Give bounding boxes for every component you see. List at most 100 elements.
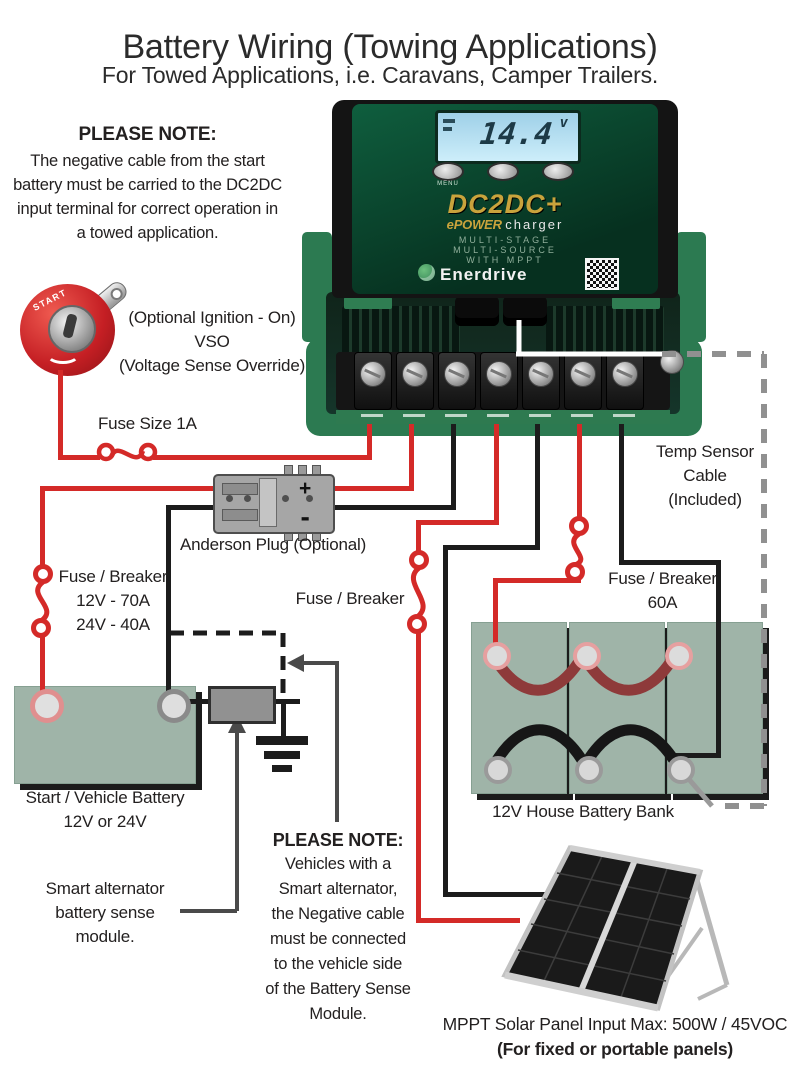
charger-button-2[interactable] [487,162,519,181]
temp-sensor-label-3: (Included) [668,490,742,509]
charger-tagline-rest: charger [505,217,564,232]
start-battery-negative-terminal [157,689,191,723]
terminal-5 [522,352,560,410]
charger-lcd: 14.4 v [435,110,581,164]
pcb-label-mark [613,414,635,417]
wire-segment [494,424,499,525]
plate-screw [660,350,684,374]
note-bottom-line: of the Battery Sense [265,980,411,998]
brand-logo-icon [418,264,435,281]
fuse-symbol-1a [96,442,158,462]
qr-code [585,258,619,290]
fuse-right-label-2: 60A [647,593,678,612]
ignition-label-3: (Voltage Sense Override) [118,356,306,375]
charger-port-left [455,296,499,326]
note-bottom-line: the Negative cable [271,905,405,923]
fuse-left-label-2: 12V - 70A [76,591,150,610]
smart-module-label-1: Smart alternator [45,879,165,898]
charger-button-menu[interactable] [432,162,464,181]
terminal-screw [486,361,512,387]
terminal-6 [564,352,602,410]
terminal-screw [402,361,428,387]
charger-model: DC2DC+ [447,189,563,219]
house-terminal-negative [575,756,603,784]
start-battery-label-1: Start / Vehicle Battery [25,788,185,807]
house-terminal-positive [573,642,601,670]
terminal-screw [570,361,596,387]
key-hole [108,285,126,303]
wire-segment [443,545,540,550]
solar-panel [501,845,730,1012]
terminal-7 [606,352,644,410]
battery-sense-module [208,686,276,724]
anderson-divider [259,478,277,527]
pcb-label-mark [487,414,509,417]
lcd-value: 14.4 [477,117,554,152]
wire-segment [443,892,545,897]
pcb-label-mark [445,414,467,417]
anderson-rivet [226,495,233,502]
charger-vents-left [342,306,460,356]
charger-button-3[interactable] [542,162,574,181]
charger-wing-right [676,232,706,342]
terminal-1 [354,352,392,410]
annotation-line-negative-note [304,661,339,822]
terminal-screw [528,361,554,387]
lcd-icon [443,127,452,131]
wire-segment [178,699,210,704]
note-top-line: battery must be carried to the DC2DC [13,176,282,194]
wire-segment [40,486,45,568]
wire-segment [493,578,498,652]
start-battery-label-2: 12V or 24V [63,812,147,831]
wire-segment [451,424,456,510]
wire-segment [166,505,171,695]
house-terminal-negative [667,756,695,784]
terminal-2 [396,352,434,410]
wire-segment [416,520,421,554]
terminal-screw [612,361,638,387]
wire-segment [416,630,421,923]
ignition-label-1: (Optional Ignition - On) [128,308,296,327]
ignition-label-2: VSO [194,332,230,351]
house-bank-label: 12V House Battery Bank [492,802,674,821]
wire-segment [416,918,520,923]
fuse-1a-label: Fuse Size 1A [98,414,197,433]
house-terminal-negative [484,756,512,784]
wire-segment [330,486,414,491]
anderson-minus-mark: - [300,501,310,532]
lcd-icon [443,119,455,123]
smart-module-label-3: module. [75,927,135,946]
terminal-screw [360,361,386,387]
charger-tagline: ePOWER charger [352,216,658,234]
wire-segment [493,578,581,583]
wire-segment [619,424,624,565]
anderson-rivet [282,495,289,502]
house-terminal-positive [483,642,511,670]
note-top-heading: PLEASE NOTE: [78,124,217,145]
solar-label-2: (For fixed or portable panels) [496,1039,734,1059]
wire-segment [577,424,582,519]
smart-module-label-2: battery sense [55,903,155,922]
temp-sensor-label-1: Temp Sensor [656,442,754,461]
switch-arc-mark [46,344,80,364]
note-top-line: The negative cable from the start [30,152,265,170]
wire-segment [535,424,540,550]
terminal-screw [444,361,470,387]
charger-port-right [503,296,547,326]
fuse-left-label-3: 24V - 40A [76,615,150,634]
pcb-label-mark [361,414,383,417]
note-top-line: input terminal for correct operation in [17,200,278,218]
terminal-4 [480,352,518,410]
pcb-label-mark [403,414,425,417]
terminal-3 [438,352,476,410]
arrow-left-icon [287,654,304,672]
note-bottom-line: Vehicles with a [284,855,392,873]
charger-brand: Enerdrive [440,265,528,284]
anderson-slot [222,483,258,495]
wire-segment [58,370,63,460]
wire-segment [619,560,721,565]
anderson-rivet [306,495,313,502]
fuse-symbol-center [407,550,429,634]
note-bottom-line: must be connected [269,930,407,948]
anderson-rivet [244,495,251,502]
